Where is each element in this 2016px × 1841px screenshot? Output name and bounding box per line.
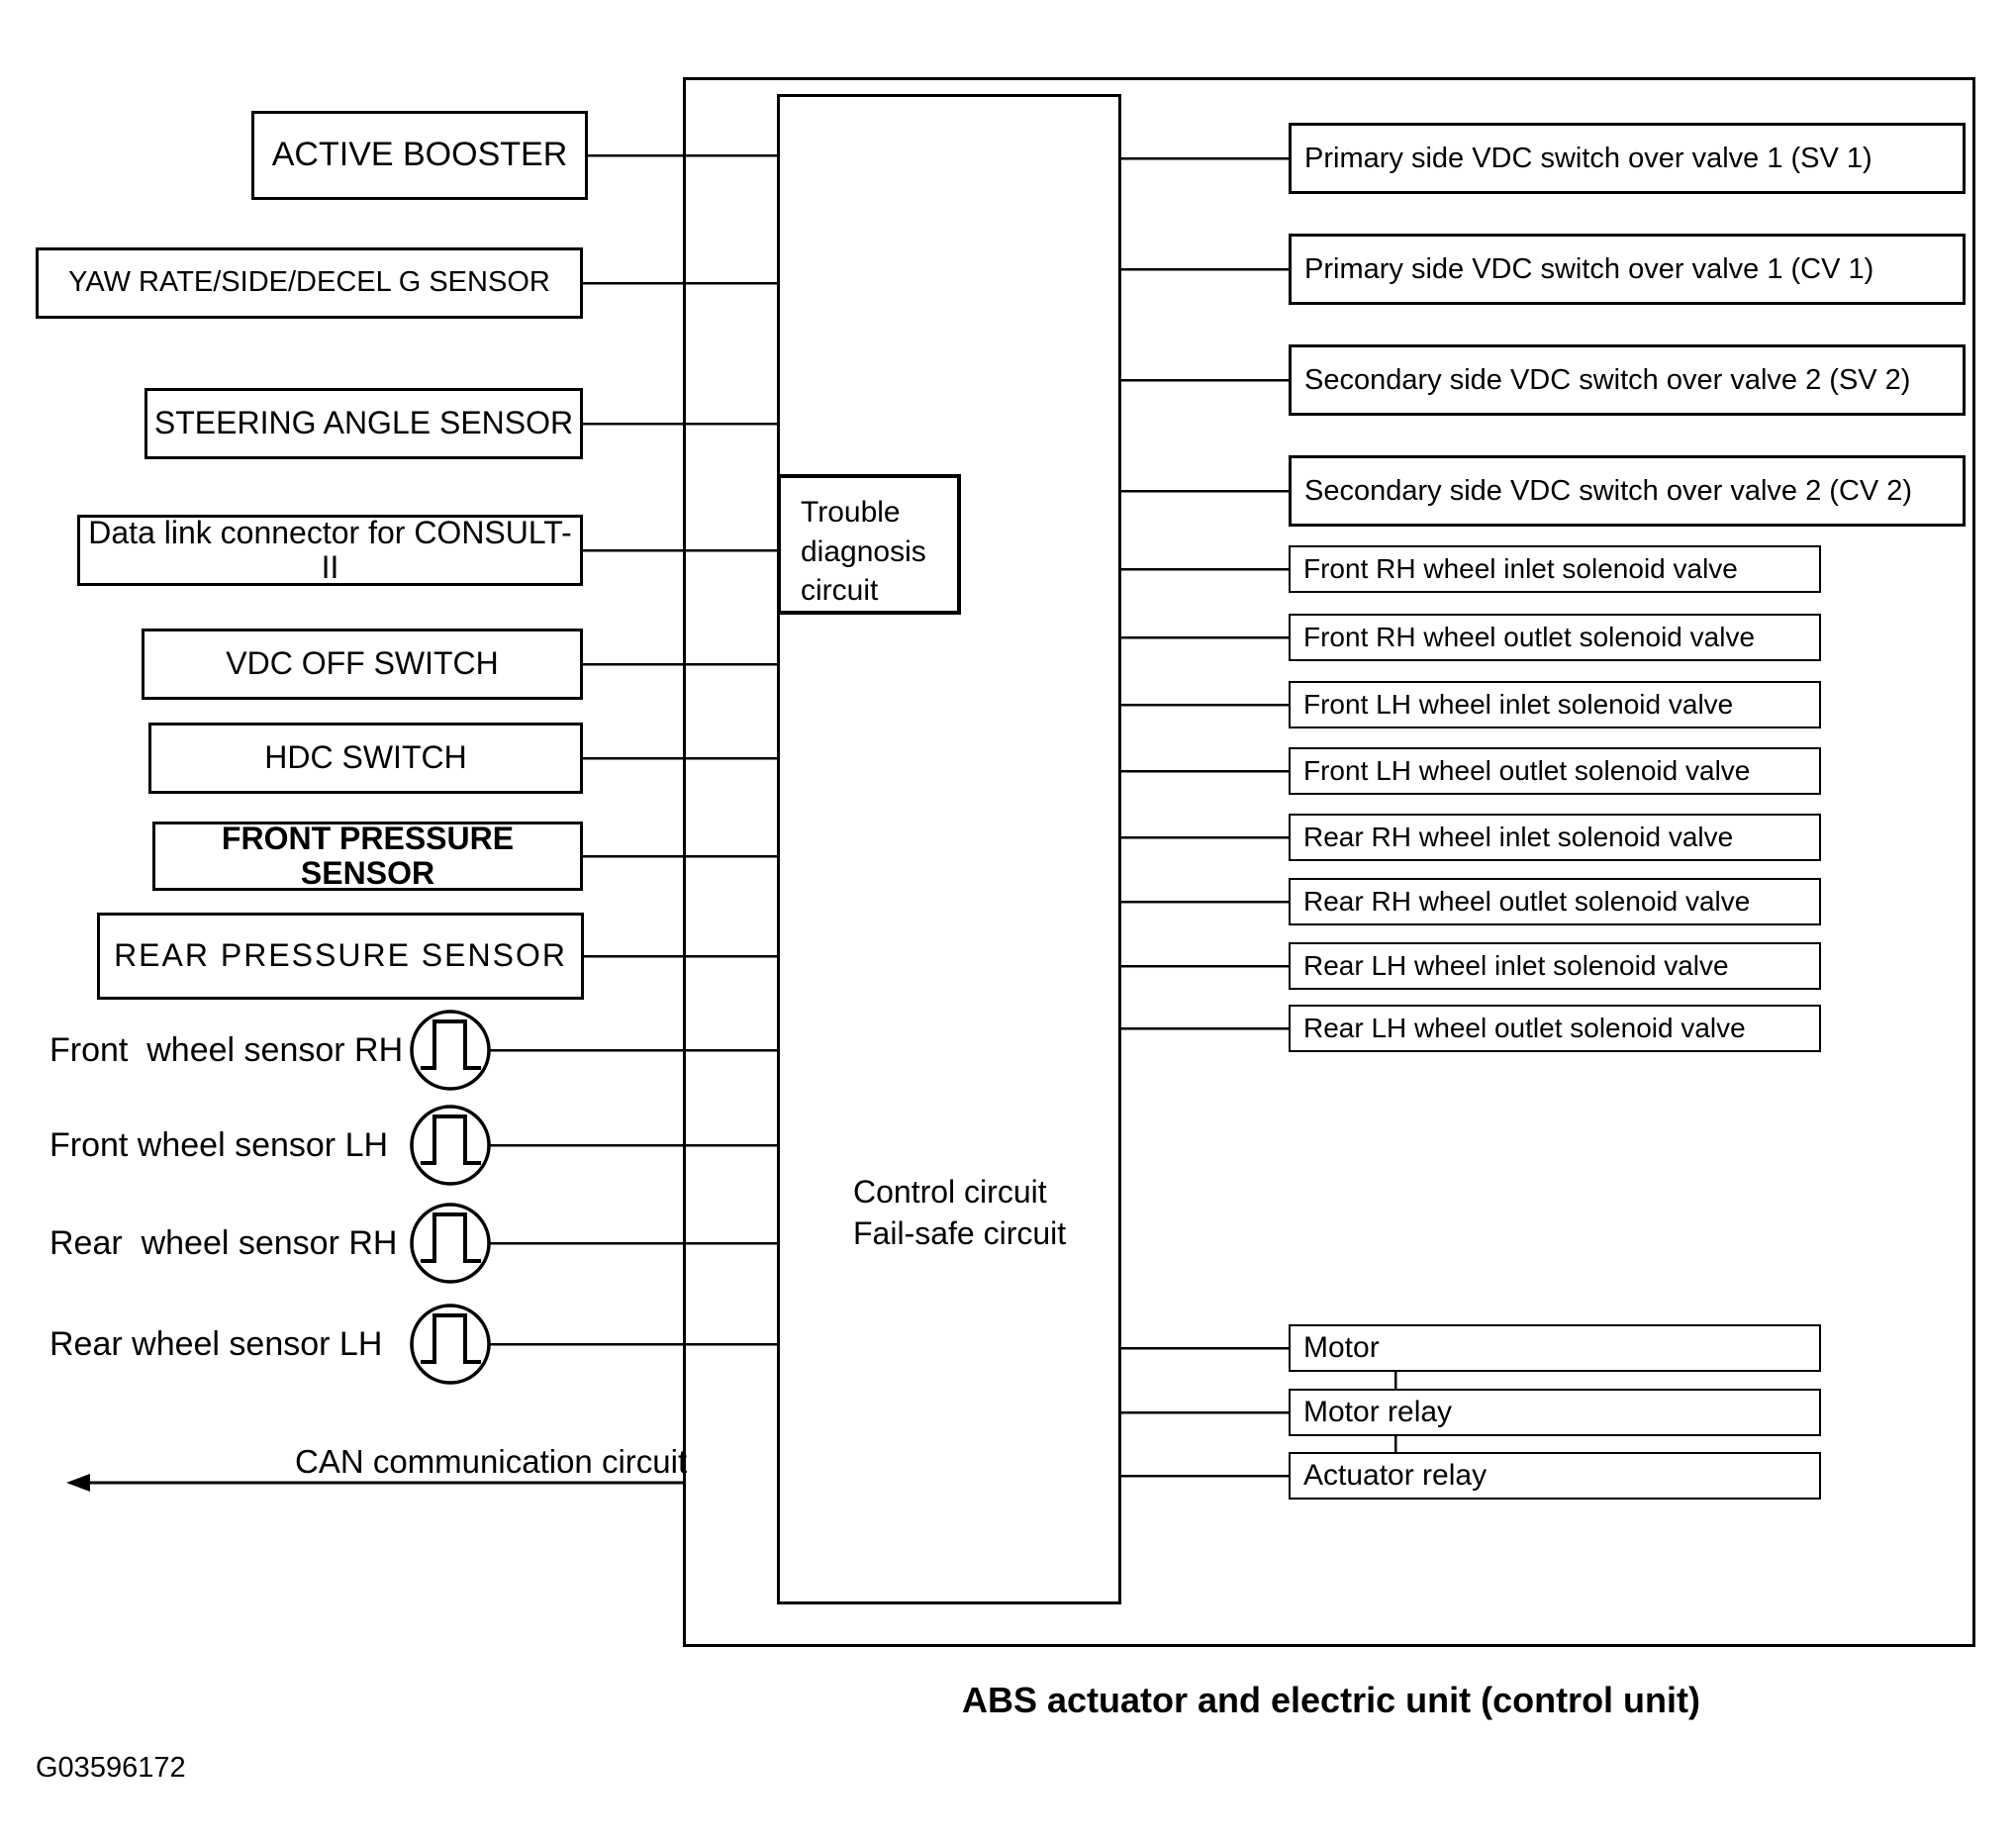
pulse-wave-icon [421, 1313, 481, 1364]
output-box-motor: Motor [1289, 1324, 1821, 1372]
control-circuit-label: Control circuit Fail-safe circuit [853, 1174, 1067, 1251]
output-box-front-rh-wheel-inlet-solenoid-valve: Front RH wheel inlet solenoid valve [1289, 545, 1821, 593]
input-box-data-link-connector-for-consult-ii: Data link connector for CONSULT-II [77, 515, 583, 586]
input-box-vdc-off-switch: VDC OFF SWITCH [142, 629, 583, 700]
diagram-caption: ABS actuator and electric unit (control … [961, 1680, 1701, 1720]
control-unit-inner-box [777, 94, 1121, 1604]
output-box-rear-lh-wheel-inlet-solenoid-valve: Rear LH wheel inlet solenoid valve [1289, 942, 1821, 990]
pulse-wave-icon [421, 1114, 481, 1165]
input-box-rear-pressure-sensor: REAR PRESSURE SENSOR [97, 913, 584, 1000]
output-box-front-lh-wheel-inlet-solenoid-valve: Front LH wheel inlet solenoid valve [1289, 681, 1821, 728]
input-box-yaw-rate-side-decel-g-sensor: YAW RATE/SIDE/DECEL G SENSOR [36, 247, 583, 319]
output-box-primary-side-vdc-switch-over-valve-1-sv-1: Primary side VDC switch over valve 1 (SV… [1289, 123, 1966, 194]
input-box-front-pressure-sensor: FRONT PRESSURE SENSOR [152, 821, 583, 891]
output-box-front-lh-wheel-outlet-solenoid-valve: Front LH wheel outlet solenoid valve [1289, 747, 1821, 795]
pulse-wave-icon [421, 1019, 481, 1070]
input-box-active-booster: ACTIVE BOOSTER [251, 111, 588, 200]
abs-unit-outer-box [683, 77, 1975, 1647]
figure-id: G03596172 [36, 1752, 186, 1784]
label-rear-wheel-sensor-rh: Rear wheel sensor RH [49, 1224, 398, 1262]
can-communication-label: CAN communication circuit [295, 1443, 688, 1480]
input-box-hdc-switch: HDC SWITCH [148, 723, 583, 794]
output-box-secondary-side-vdc-switch-over-valve-2-cv-2: Secondary side VDC switch over valve 2 (… [1289, 455, 1966, 527]
pulse-wave-icon [421, 1212, 481, 1263]
output-box-secondary-side-vdc-switch-over-valve-2-sv-2: Secondary side VDC switch over valve 2 (… [1289, 344, 1966, 416]
output-box-rear-rh-wheel-outlet-solenoid-valve: Rear RH wheel outlet solenoid valve [1289, 878, 1821, 925]
output-box-motor-relay: Motor relay [1289, 1389, 1821, 1436]
output-box-rear-rh-wheel-inlet-solenoid-valve: Rear RH wheel inlet solenoid valve [1289, 814, 1821, 861]
label-front-wheel-sensor-rh: Front wheel sensor RH [49, 1031, 404, 1069]
input-box-steering-angle-sensor: STEERING ANGLE SENSOR [144, 388, 583, 459]
label-rear-wheel-sensor-lh: Rear wheel sensor LH [49, 1325, 383, 1363]
can-arrowhead-icon [66, 1474, 90, 1492]
output-box-actuator-relay: Actuator relay [1289, 1452, 1821, 1500]
output-box-rear-lh-wheel-outlet-solenoid-valve: Rear LH wheel outlet solenoid valve [1289, 1005, 1821, 1052]
label-front-wheel-sensor-lh: Front wheel sensor LH [49, 1126, 389, 1164]
trouble-diagnosis-box: Trouble diagnosis circuit [777, 474, 961, 615]
output-box-primary-side-vdc-switch-over-valve-1-cv-1: Primary side VDC switch over valve 1 (CV… [1289, 234, 1966, 305]
output-box-front-rh-wheel-outlet-solenoid-valve: Front RH wheel outlet solenoid valve [1289, 614, 1821, 661]
